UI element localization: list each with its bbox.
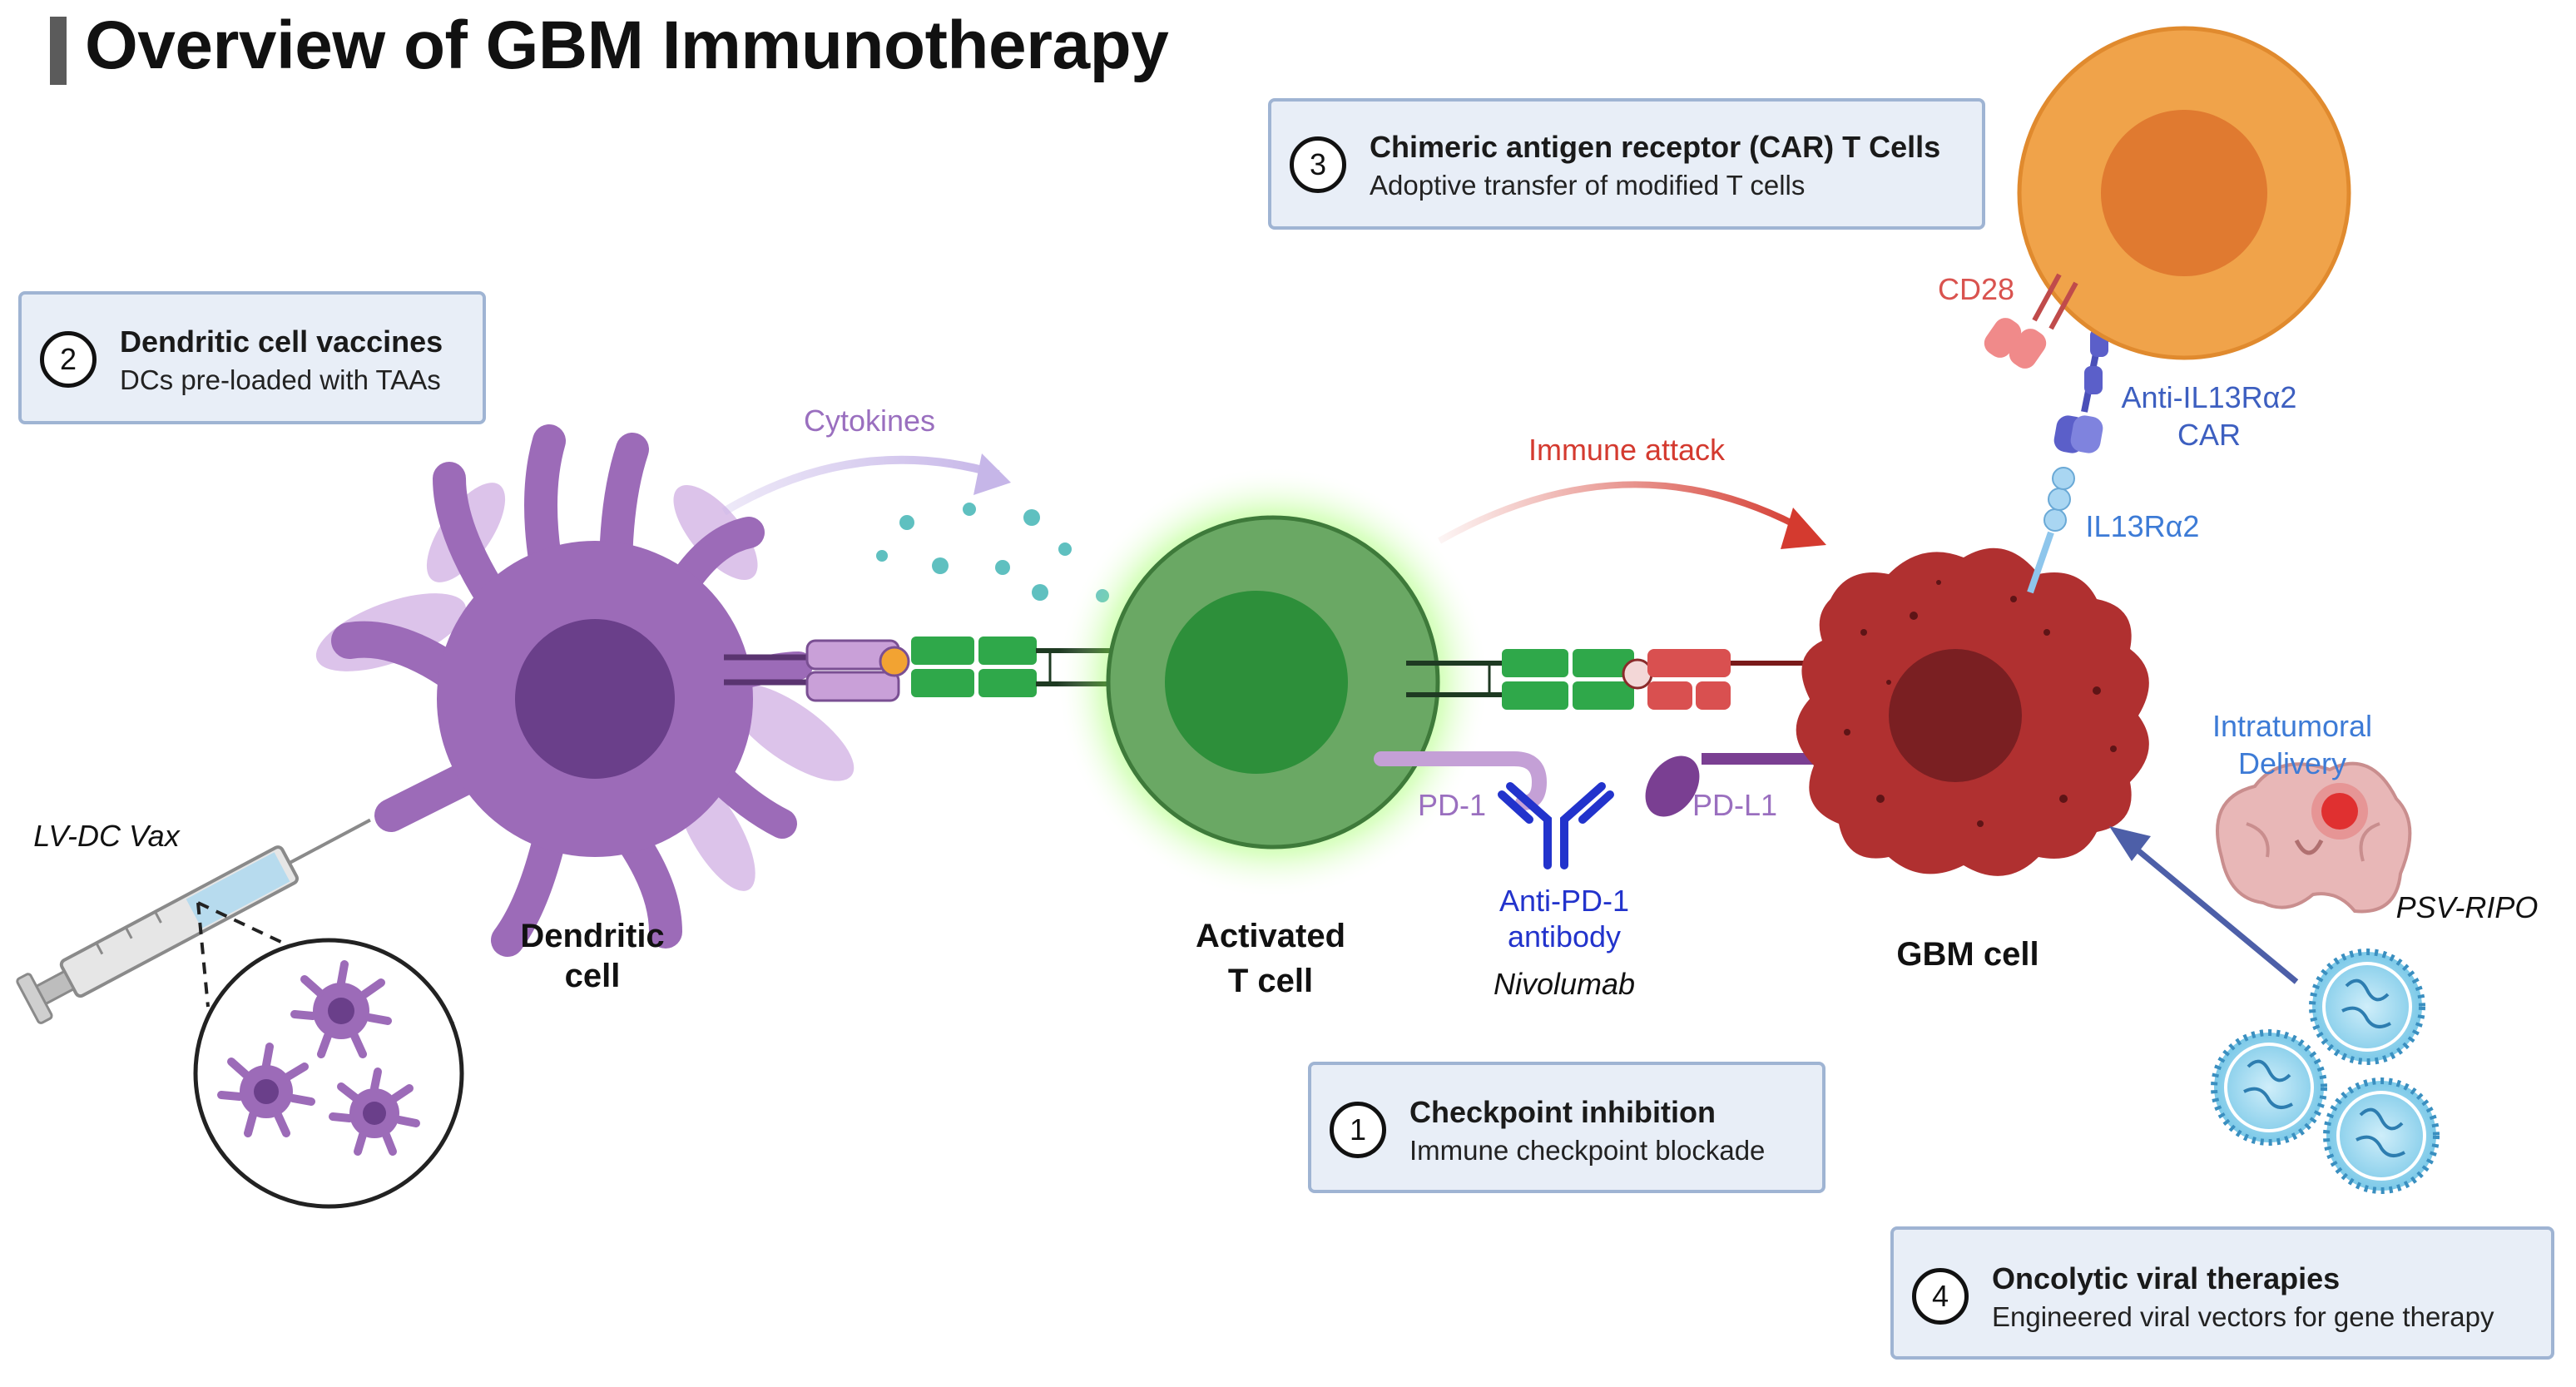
pd1-label: PD-1 <box>1418 788 1486 822</box>
dendritic-cell-label-line1: Dendritic <box>520 918 664 954</box>
viral-delivery-arrow <box>2109 826 2299 984</box>
title-accent-bar <box>50 17 67 85</box>
anti-pd1-antibody <box>1498 782 1614 869</box>
dendritic-cell <box>315 424 855 957</box>
box-number-badge: 2 <box>40 331 97 388</box>
box-title: Dendritic cell vaccines <box>120 324 443 359</box>
dc-vaccine-zoom <box>193 901 464 1209</box>
activated-t-cell <box>1057 466 1489 899</box>
il13ra2-label: IL13Rα2 <box>2086 509 2200 543</box>
anti-il13-label-line2: CAR <box>2177 418 2241 452</box>
lv-dc-vax-label: LV-DC Vax <box>33 819 181 853</box>
gbm-cell-label: GBM cell <box>1896 936 2039 973</box>
box-subtitle: Engineered viral vectors for gene therap… <box>1992 1301 2494 1332</box>
info-box-dendritic-vaccines: 2 Dendritic cell vaccines DCs pre-loaded… <box>18 291 486 424</box>
anti-pd1-label-line2: antibody <box>1508 919 1621 954</box>
intratumoral-label-line1: Intratumoral <box>2212 709 2372 743</box>
virus-particle <box>2323 1077 2440 1194</box>
car-t-cell <box>2017 26 2351 360</box>
dendritic-cell-label-line2: cell <box>565 958 621 994</box>
oncolytic-viruses <box>2211 949 2440 1194</box>
syringe-icon <box>16 818 371 1024</box>
box-number-badge: 4 <box>1912 1268 1969 1325</box>
brain-illustration <box>2216 761 2412 914</box>
immune-attack-arrow <box>1438 481 1826 549</box>
nivolumab-label: Nivolumab <box>1494 967 1635 1001</box>
box-title: Chimeric antigen receptor (CAR) T Cells <box>1370 130 1941 164</box>
anti-pd1-label-line1: Anti-PD-1 <box>1499 884 1629 918</box>
psv-ripo-label: PSV-RIPO <box>2396 890 2539 924</box>
anti-il13-label-line1: Anti-IL13Rα2 <box>2122 380 2297 414</box>
t-cell-label-line1: Activated <box>1196 918 1345 954</box>
box-title: Oncolytic viral therapies <box>1992 1261 2341 1295</box>
box-number-badge: 1 <box>1330 1102 1386 1158</box>
il13ra2-receptor <box>2027 467 2075 594</box>
info-box-car-t-cells: 3 Chimeric antigen receptor (CAR) T Cell… <box>1268 98 1985 230</box>
gbm-cell <box>1796 547 2149 876</box>
mhc-tcr-complex-right <box>1406 649 1830 710</box>
virus-particle <box>2211 1029 2327 1146</box>
info-box-checkpoint-inhibition: 1 Checkpoint inhibition Immune checkpoin… <box>1308 1062 1825 1193</box>
pdl1-label: PD-L1 <box>1692 788 1777 822</box>
cd28-receptor <box>1984 273 2078 369</box>
page-title: Overview of GBM Immunotherapy <box>85 7 1169 83</box>
box-number-badge: 3 <box>1290 136 1346 193</box>
box-subtitle: Immune checkpoint blockade <box>1409 1135 1766 1166</box>
info-box-oncolytic-viral: 4 Oncolytic viral therapies Engineered v… <box>1890 1226 2554 1360</box>
box-subtitle: DCs pre-loaded with TAAs <box>120 364 441 395</box>
box-subtitle: Adoptive transfer of modified T cells <box>1370 170 1806 201</box>
virus-particle <box>2309 949 2425 1065</box>
t-cell-label-line2: T cell <box>1228 963 1313 999</box>
box-title: Checkpoint inhibition <box>1409 1095 1716 1129</box>
cd28-label: CD28 <box>1938 272 2014 306</box>
cytokine-particles <box>876 503 1109 602</box>
cytokines-arrow <box>721 453 1011 516</box>
cytokines-label: Cytokines <box>804 404 935 438</box>
intratumoral-label-line2: Delivery <box>2238 746 2346 780</box>
immune-attack-label: Immune attack <box>1528 433 1726 467</box>
